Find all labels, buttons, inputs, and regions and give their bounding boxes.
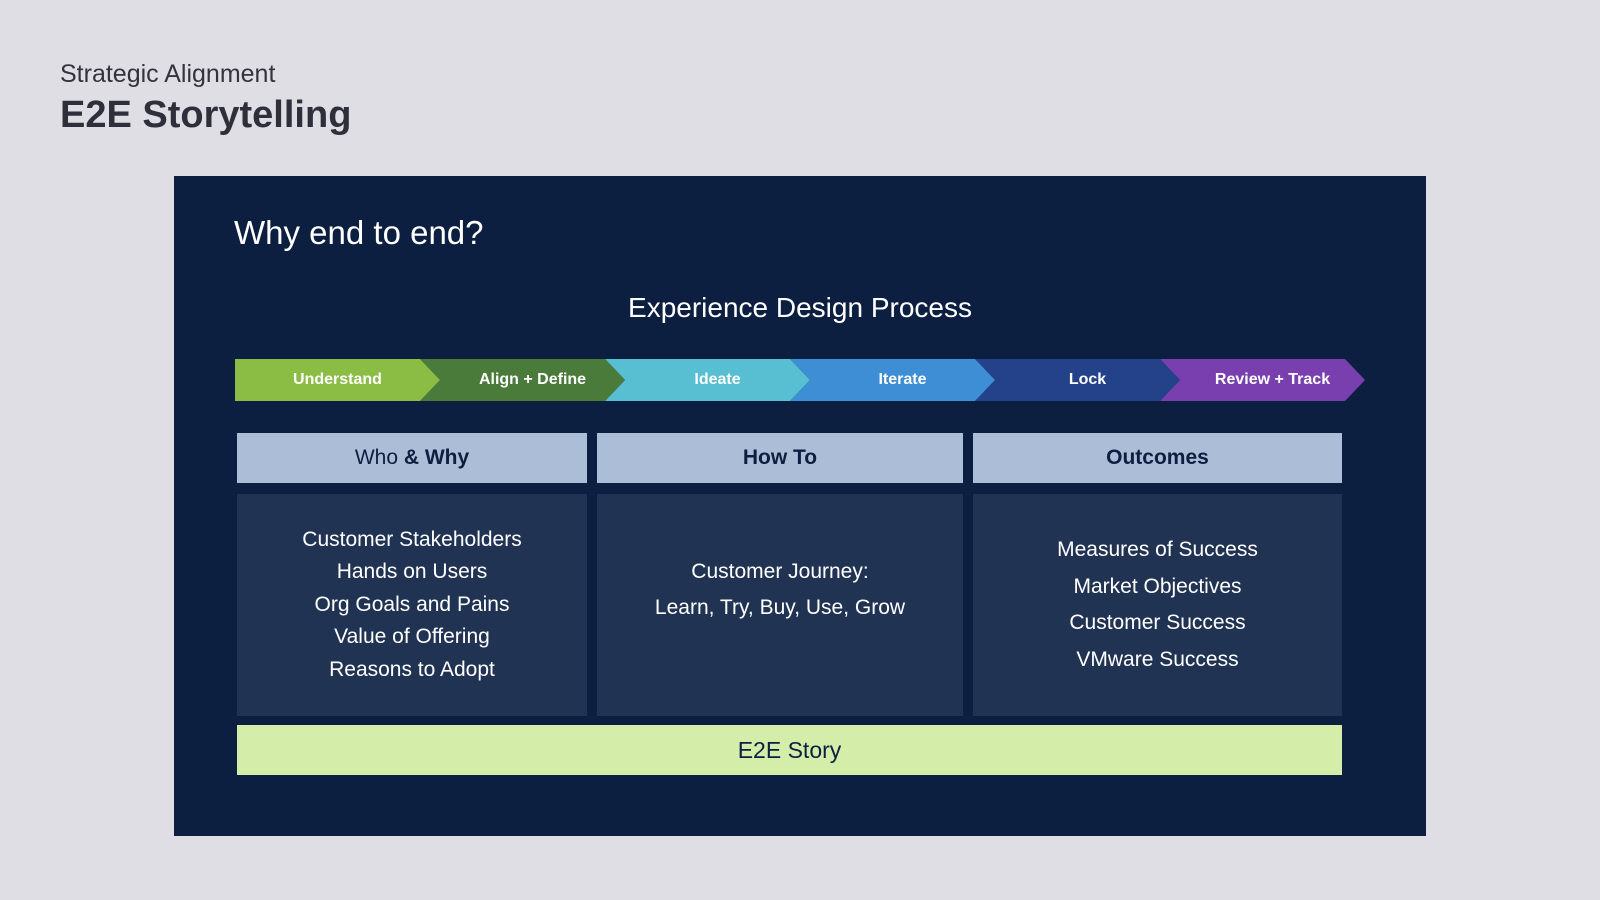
section-subtitle: Strategic Alignment <box>60 60 276 88</box>
column-body-how-to: Customer Journey: Learn, Try, Buy, Use, … <box>597 494 963 716</box>
list-item: Market Objectives <box>1073 574 1242 598</box>
column-header-outcomes: Outcomes <box>973 433 1342 483</box>
slide-title: Why end to end? <box>234 214 484 251</box>
list-item: VMware Success <box>1076 647 1239 671</box>
column-body-who-why: Customer Stakeholders Hands on Users Org… <box>237 494 587 716</box>
process-step-review-track: Review + Track <box>1160 359 1365 401</box>
process-step-align-define: Align + Define <box>420 359 625 401</box>
list-item: Org Goals and Pains <box>314 592 510 616</box>
process-title: Experience Design Process <box>628 292 972 323</box>
list-item: Customer Journey: <box>691 560 869 583</box>
process-step-ideate: Ideate <box>605 359 810 401</box>
column-header-who-why: Who & Why <box>237 433 587 483</box>
process-step-understand: Understand <box>235 359 440 401</box>
process-step-lock: Lock <box>975 359 1180 401</box>
column-header-how-to: How To <box>597 433 963 483</box>
list-item: Measures of Success <box>1057 538 1258 561</box>
column-body-outcomes: Measures of Success Market Objectives Cu… <box>973 494 1342 716</box>
list-item: Value of Offering <box>334 625 490 649</box>
e2e-story-bar: E2E Story <box>237 725 1342 775</box>
list-item: Customer Success <box>1069 611 1246 634</box>
header-why: & Why <box>403 446 470 469</box>
header-who: Who <box>354 446 398 469</box>
list-item: Reasons to Adopt <box>329 657 495 681</box>
page-title: E2E Storytelling <box>60 94 352 136</box>
list-item: Learn, Try, Buy, Use, Grow <box>654 596 906 619</box>
list-item: Hands on Users <box>336 560 488 584</box>
process-step-iterate: Iterate <box>790 359 995 401</box>
list-item: Customer Stakeholders <box>302 527 522 551</box>
slide-panel: Why end to end? Experience Design Proces… <box>174 176 1426 836</box>
